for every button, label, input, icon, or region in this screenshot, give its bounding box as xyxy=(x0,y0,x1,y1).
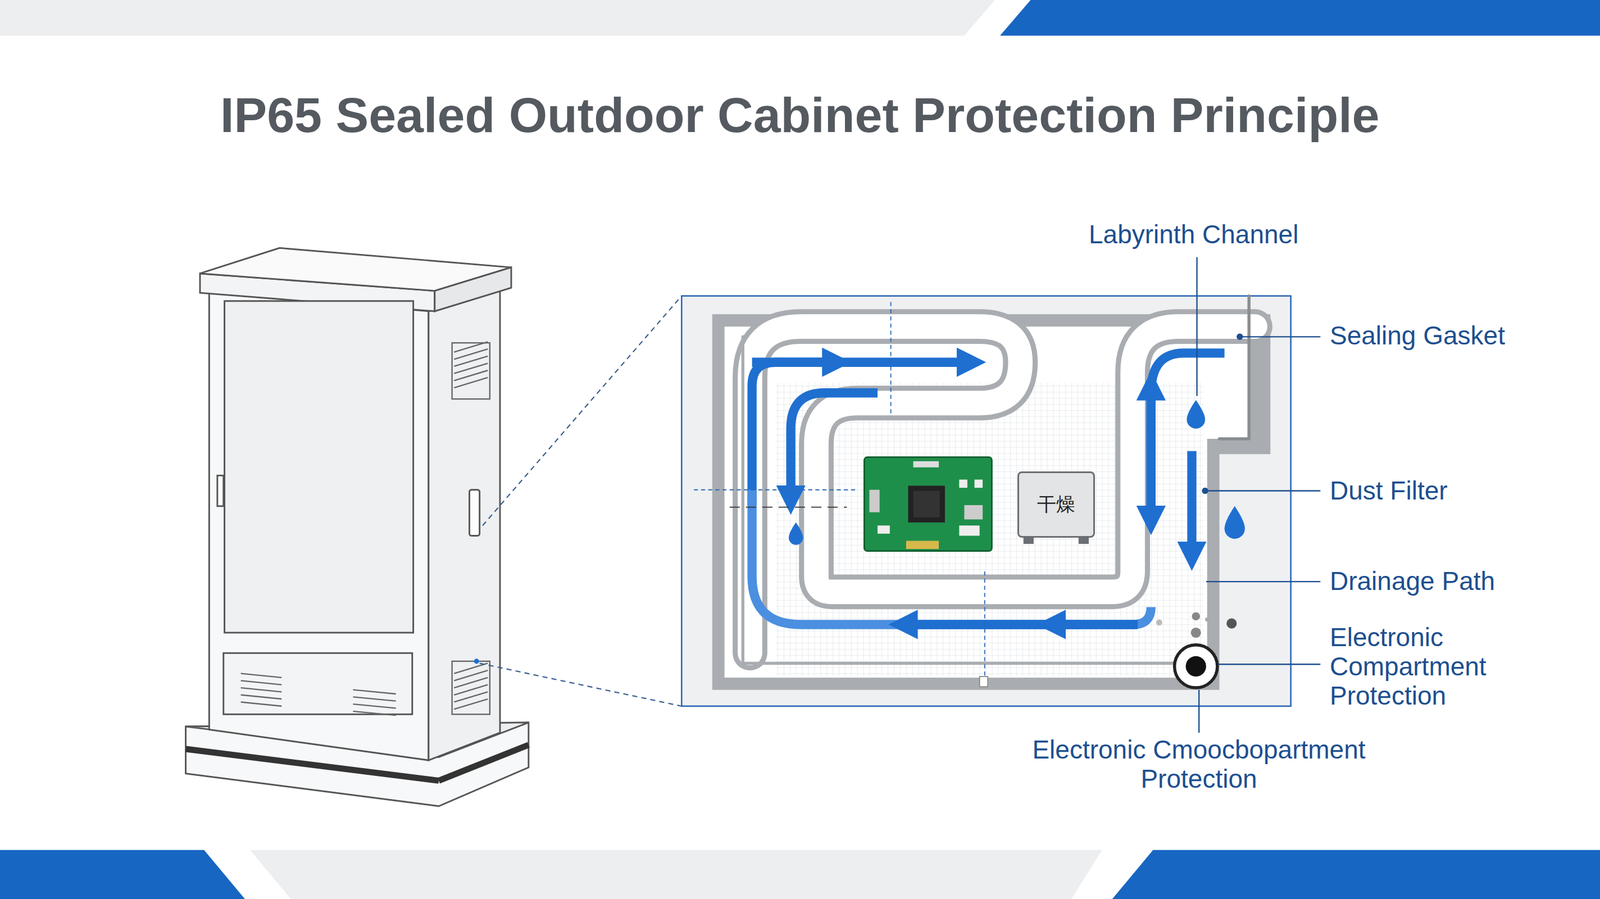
detail-panel xyxy=(681,296,1291,707)
drainage-label: Drainage Path xyxy=(1329,566,1495,597)
desiccant-box: 干燥 xyxy=(1017,471,1095,538)
compartment-label: Electronic Compartment Protection xyxy=(1329,623,1516,711)
flow-arrows xyxy=(752,352,1225,625)
water-drops xyxy=(788,400,1245,638)
box-text: 干燥 xyxy=(1037,491,1076,518)
filter-label: Dust Filter xyxy=(1329,476,1448,506)
circuit-board xyxy=(864,457,992,552)
cabinet-drawing xyxy=(185,247,529,806)
compartment-label: Electronic Cmoocbopartment Protection xyxy=(1002,735,1396,794)
section-marks xyxy=(693,302,988,688)
gasket-label: Sealing Gasket xyxy=(1329,321,1506,351)
channel-label: Labyrinth Channel xyxy=(1088,220,1299,250)
zoom-leaders xyxy=(479,296,683,707)
title: IP65 Sealed Outdoor Cabinet Protection P… xyxy=(220,86,1380,144)
leader-lines xyxy=(1197,257,1321,733)
